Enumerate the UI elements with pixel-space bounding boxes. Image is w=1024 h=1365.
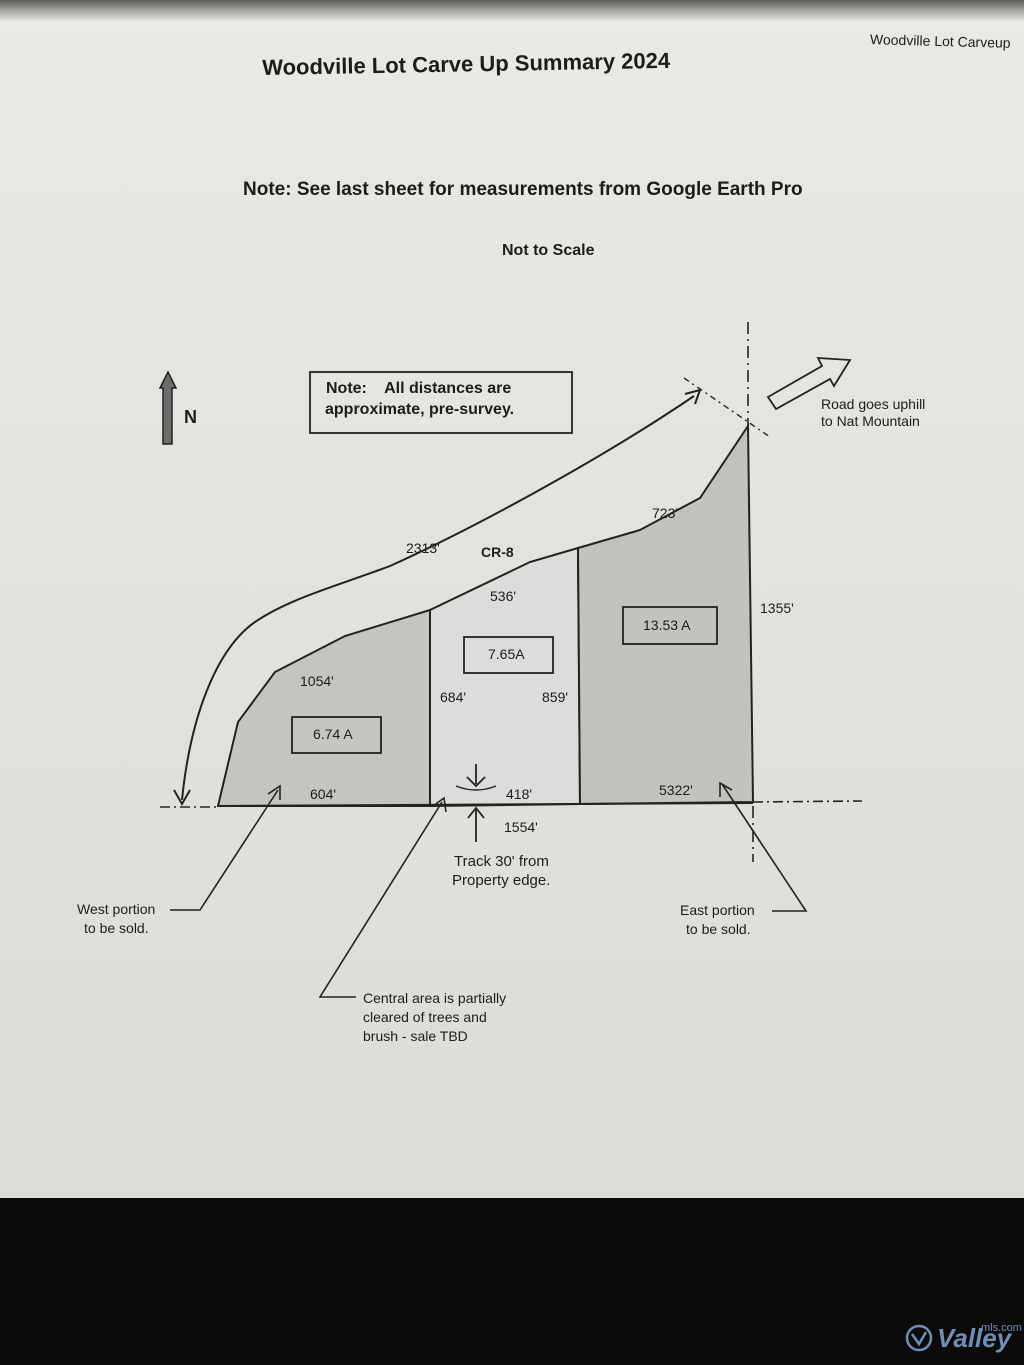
south-boundary-east-ext [752,800,863,803]
east-callout-line1: East portion [680,902,755,918]
road-end-tick [683,377,771,438]
east-callout-arrowhead [719,781,733,797]
north-arrow-icon [158,370,178,445]
east-callout-line2: to be sold. [686,921,751,937]
track-note-line1: Track 30' from [454,853,549,870]
dim-central-bottom-total: 1554' [504,819,538,835]
measurement-note: Note: See last sheet for measurements fr… [243,179,803,200]
valley-mls-watermark: Valley mls.com [905,1318,1022,1358]
road-arrowhead-south [173,789,191,807]
dim-bottom-total: 5322' [659,782,693,798]
note-box-line1: Note: All distances are [326,380,512,397]
west-callout-leader [170,789,279,911]
paper-top-shadow [0,0,1024,22]
central-callout-line1: Central area is partially [363,990,507,1006]
dim-west-top: 1054' [300,673,334,689]
compass-label: N [184,407,197,427]
dim-east-top: 723' [652,505,679,521]
south-boundary-main [217,802,754,807]
road-name: CR-8 [481,544,514,560]
lot-east-label-frame [622,606,718,645]
dim-west-central-line: 684' [440,689,467,705]
west-callout-arrowhead [267,784,281,800]
valley-logo-icon [905,1324,933,1352]
lot-west-acres: 6.74 A [313,726,353,742]
scale-note: Not to Scale [502,242,595,259]
note-box-line2: approximate, pre-survey. [325,401,515,418]
lot-west [216,608,431,807]
west-callout-line2: to be sold. [84,920,149,936]
dim-west-bottom: 604' [310,786,337,802]
east-callout-leader [721,783,808,912]
dim-central-top: 536' [490,588,517,604]
dim-east-side: 1355' [760,600,794,616]
plat-diagram [158,322,863,998]
central-callout-arrowhead [432,796,447,813]
road-direction-line1: Road goes uphill [821,396,926,412]
watermark-domain: mls.com [981,1322,1022,1334]
dim-central-bottom: 418' [506,786,533,802]
lot-east-acres: 13.53 A [643,617,691,633]
dim-central-east-line: 859' [542,689,569,705]
track-arc [455,785,497,791]
watermark-name: Valley [937,1322,1012,1353]
dim-road-total: 2313' [406,540,440,556]
lot-central [429,546,582,808]
track-arrow-up-icon [467,806,485,842]
track-note-line2: Property edge. [452,872,551,889]
lot-east [576,422,755,806]
lot-central-acres: 7.65A [488,646,525,662]
central-callout-line3: brush - sale TBD [363,1028,468,1044]
road-arrowhead-north [684,388,702,405]
road-direction-arrow [766,357,852,411]
lot-central-label-frame [463,636,554,674]
track-arrow-down-icon [466,764,486,788]
central-callout-leader [318,801,443,998]
road-direction-line2: to Nat Mountain [821,413,920,429]
central-callout-line2: cleared of trees and [363,1009,487,1025]
note-box-frame [309,371,573,434]
west-callout-line1: West portion [77,901,156,917]
road-outer-edge [181,395,695,801]
lot-west-label-frame [291,716,382,754]
